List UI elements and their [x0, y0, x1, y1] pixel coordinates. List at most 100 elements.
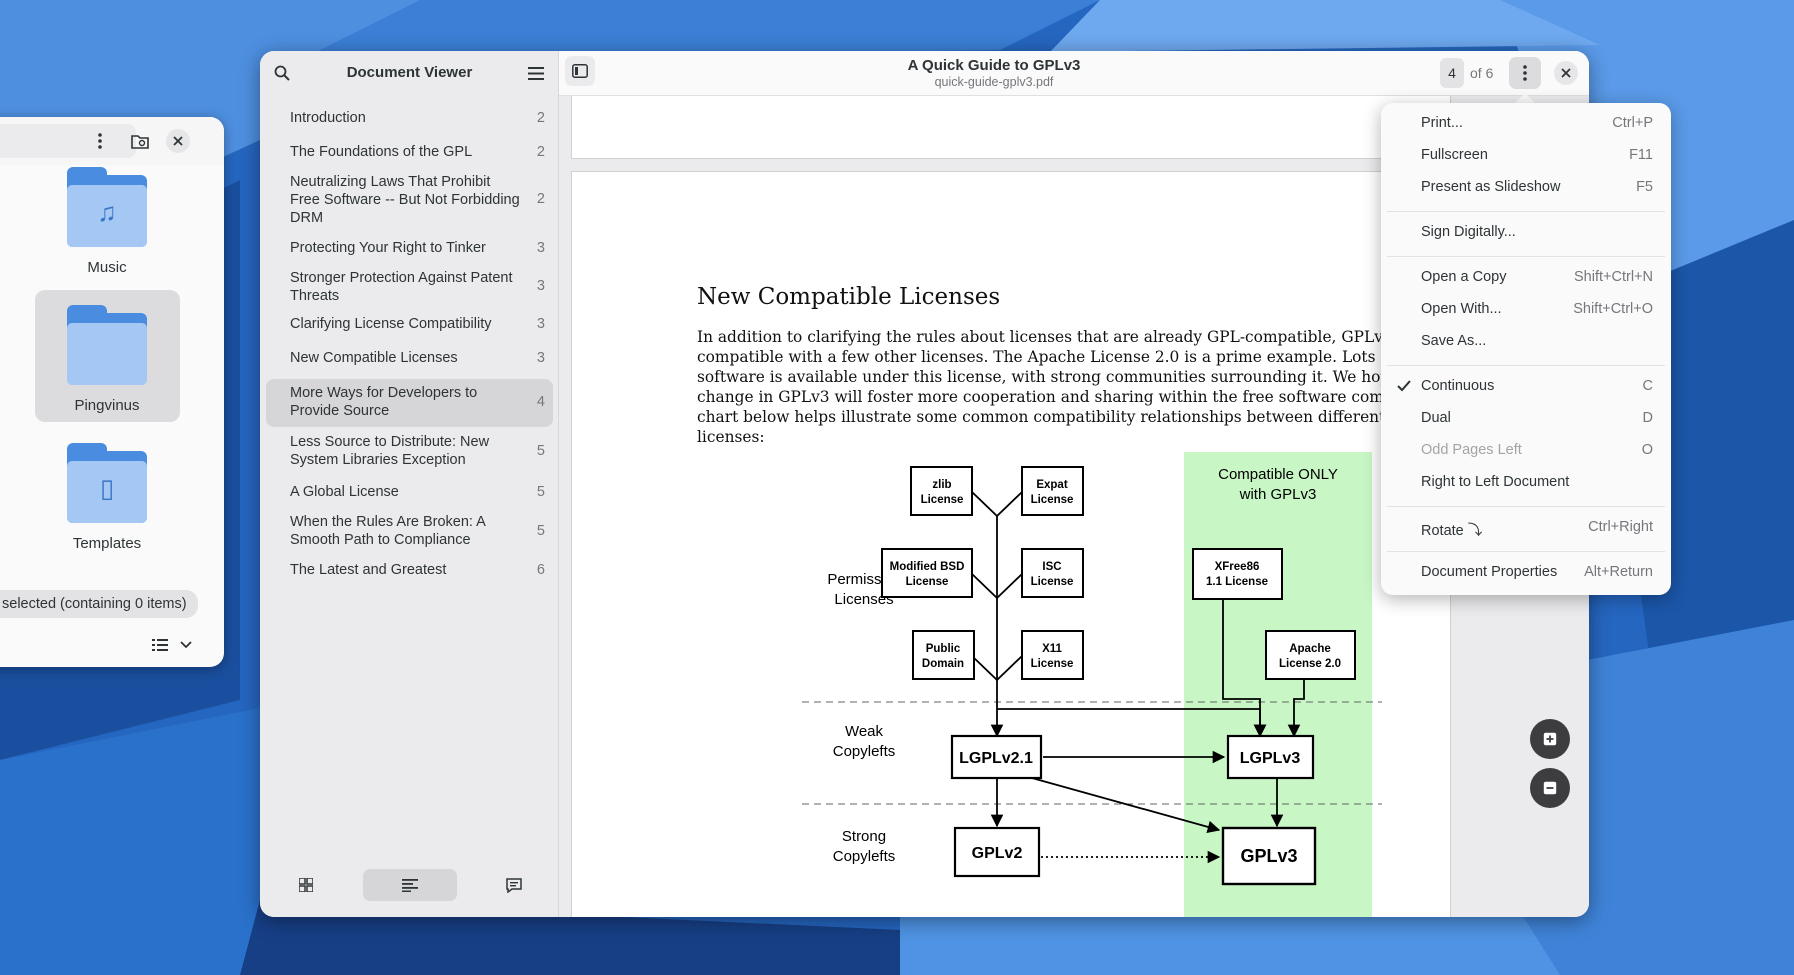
- toc-item[interactable]: Introduction 2: [266, 101, 553, 135]
- search-icon[interactable]: [270, 61, 294, 85]
- toc-page: 2: [536, 191, 545, 207]
- toc-item[interactable]: Neutralizing Laws That Prohibit Free Sof…: [266, 169, 553, 229]
- thumbnails-icon[interactable]: [272, 869, 340, 901]
- paragraph-line: software is available under this license…: [697, 368, 1387, 386]
- folder-pingvinus[interactable]: [67, 305, 147, 385]
- toc-title: The Foundations of the GPL: [290, 144, 473, 160]
- music-icon: ♫: [97, 197, 117, 227]
- folder-music[interactable]: ♫: [67, 167, 147, 247]
- close-icon[interactable]: [1554, 61, 1578, 85]
- paragraph-line: change in GPLv3 will foster more coopera…: [697, 388, 1387, 406]
- toc-page: 2: [536, 144, 545, 160]
- toc-item[interactable]: When the Rules Are Broken: A Smooth Path…: [266, 509, 553, 553]
- toc-title: The Latest and Greatest: [290, 562, 447, 578]
- box-gplv3: GPLv3: [1221, 826, 1317, 886]
- toc-page: 5: [536, 484, 545, 500]
- page-number-input[interactable]: 4: [1440, 58, 1464, 88]
- menu-item-rotate[interactable]: Rotate ⤵Ctrl+Right: [1421, 519, 1653, 539]
- document-title: A Quick Guide to GPLv3: [907, 57, 1081, 74]
- toc-page: 4: [536, 394, 545, 410]
- list-view-icon[interactable]: [148, 633, 172, 657]
- current-page: New Compatible Licenses In addition to c…: [571, 171, 1451, 917]
- toc-page: 3: [536, 316, 545, 332]
- menu-item-sign[interactable]: Sign Digitally...: [1421, 224, 1516, 240]
- svg-text:LGPLv2.1: LGPLv2.1: [959, 750, 1033, 767]
- sidebar-footer: [260, 869, 559, 917]
- paragraph-line: licenses:: [697, 428, 765, 446]
- svg-text:GPLv3: GPLv3: [1240, 846, 1297, 866]
- menu-item-save-as[interactable]: Save As...: [1421, 333, 1487, 349]
- toc-item-selected[interactable]: More Ways for Developers to Provide Sour…: [266, 379, 553, 427]
- chevron-down-icon[interactable]: [176, 633, 196, 657]
- menu-separator: [1387, 551, 1665, 552]
- toc-item[interactable]: Clarifying License Compatibility 3: [266, 307, 553, 341]
- toc-item[interactable]: Less Source to Distribute: New System Li…: [266, 429, 553, 473]
- svg-text:GPLv2: GPLv2: [972, 845, 1023, 862]
- menu-separator: [1387, 506, 1665, 507]
- toc-title: More Ways for Developers to Provide Sour…: [290, 385, 478, 419]
- document-area: A Quick Guide to GPLv3 quick-guide-gplv3…: [559, 51, 1589, 917]
- sidebar-toggle-icon[interactable]: [565, 56, 595, 86]
- zoom-out-button[interactable]: [1530, 768, 1570, 808]
- paragraph-line: chart below helps illustrate some common…: [697, 408, 1387, 426]
- hamburger-menu-icon[interactable]: [524, 61, 548, 85]
- toc-page: 5: [536, 523, 545, 539]
- paragraph: In addition to clarifying the rules abou…: [697, 327, 1387, 447]
- toc-item[interactable]: The Foundations of the GPL 2: [266, 135, 553, 169]
- toc-item[interactable]: A Global License 5: [266, 475, 553, 509]
- header-bar: A Quick Guide to GPLv3 quick-guide-gplv3…: [559, 51, 1589, 96]
- toc-title: Neutralizing Laws That Prohibit Free Sof…: [290, 174, 520, 226]
- menu-item-rtl[interactable]: Right to Left Document: [1421, 474, 1570, 490]
- checkmark-icon: [1397, 380, 1411, 396]
- path-bar[interactable]: [0, 124, 136, 158]
- toc-item[interactable]: New Compatible Licenses 3: [266, 341, 553, 375]
- zoom-in-button[interactable]: [1530, 719, 1570, 759]
- files-header: [0, 117, 224, 165]
- toc-page: 3: [536, 350, 545, 366]
- folder-templates[interactable]: ▯: [67, 443, 147, 523]
- toc-page: 2: [536, 110, 545, 126]
- files-window: ♫ Music Pingvinus ▯ Templates selected (…: [0, 117, 224, 667]
- toc-title: When the Rules Are Broken: A Smooth Path…: [290, 514, 486, 548]
- kebab-menu-icon[interactable]: [88, 129, 112, 153]
- toc-title: Clarifying License Compatibility: [290, 316, 492, 332]
- menu-item-print[interactable]: Print...Ctrl+P: [1421, 115, 1653, 131]
- kebab-menu-icon[interactable]: [1509, 57, 1541, 89]
- toc-title: A Global License: [290, 484, 399, 500]
- outline-icon[interactable]: [363, 869, 457, 901]
- toc-title: Stronger Protection Against Patent Threa…: [290, 270, 513, 304]
- menu-separator: [1387, 256, 1665, 257]
- page-total: of 6: [1470, 65, 1494, 81]
- close-icon[interactable]: [166, 129, 190, 153]
- menu-separator: [1387, 365, 1665, 366]
- toc-title: Introduction: [290, 110, 366, 126]
- toc-title: New Compatible Licenses: [290, 350, 458, 366]
- toc-title: Protecting Your Right to Tinker: [290, 240, 486, 256]
- menu-item-open-with[interactable]: Open With...Shift+Ctrl+O: [1421, 301, 1653, 317]
- toc-item[interactable]: Stronger Protection Against Patent Threa…: [266, 265, 553, 307]
- paragraph-line: In addition to clarifying the rules abou…: [697, 328, 1387, 346]
- folder-search-icon[interactable]: [128, 129, 152, 153]
- annotations-icon[interactable]: [480, 869, 548, 901]
- folder-label: Pingvinus: [74, 397, 140, 414]
